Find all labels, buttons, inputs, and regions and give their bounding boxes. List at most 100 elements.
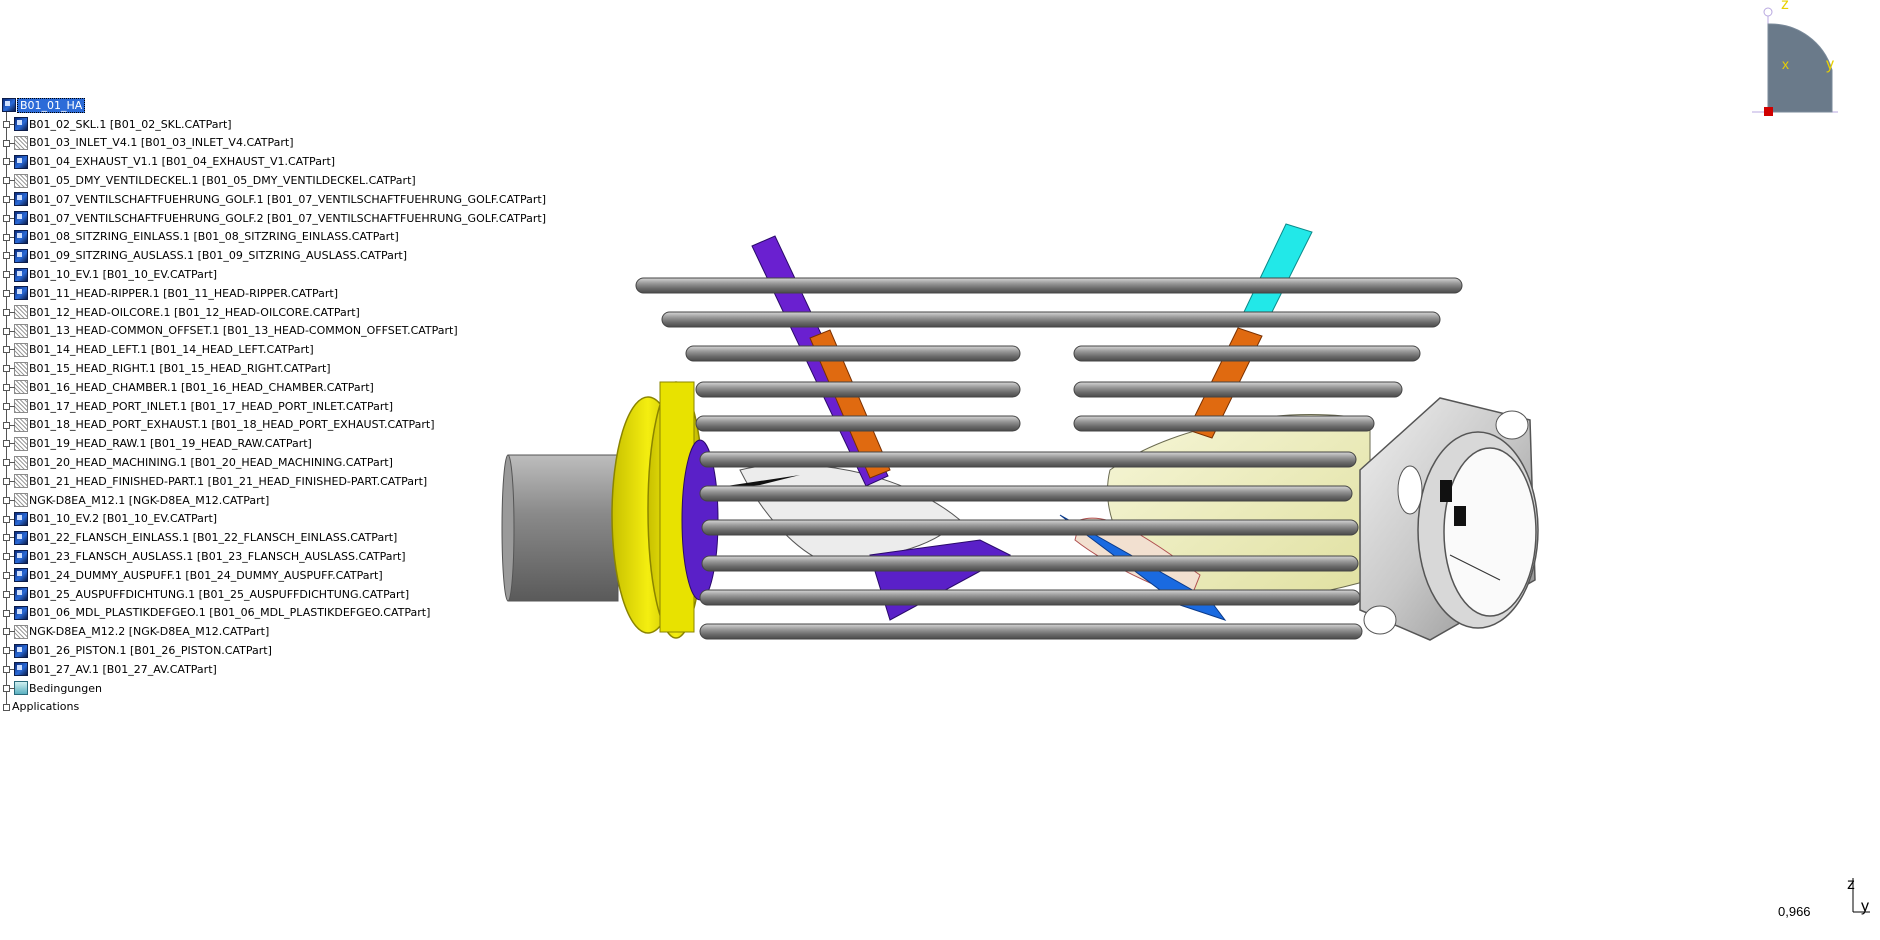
tree-item[interactable]: B01_07_VENTILSCHAFTFUEHRUNG_GOLF.1 [B01_… [0,190,546,209]
tree-item-label: B01_22_FLANSCH_EINLASS.1 [B01_22_FLANSCH… [29,531,398,545]
tree-item[interactable]: B01_23_FLANSCH_AUSLASS.1 [B01_23_FLANSCH… [0,547,520,566]
expand-icon[interactable] [3,346,10,354]
expand-icon[interactable] [3,383,10,391]
tree-item[interactable]: B01_11_HEAD-RIPPER.1 [B01_11_HEAD-RIPPER… [0,284,520,303]
tree-item-label: B01_11_HEAD-RIPPER.1 [B01_11_HEAD-RIPPER… [29,286,339,300]
expand-icon[interactable] [3,477,10,485]
compass[interactable] [1752,7,1838,116]
tree-item[interactable]: Bedingungen [0,679,520,698]
tree-item[interactable]: B01_03_INLET_V4.1 [B01_03_INLET_V4.CATPa… [0,134,520,153]
tree-item-label: B01_18_HEAD_PORT_EXHAUST.1 [B01_18_HEAD_… [29,418,435,432]
tree-branch-line [6,274,15,276]
view-axis-indicator [1852,878,1870,913]
tree-applications[interactable]: Applications [0,698,520,717]
tree-item[interactable]: B01_05_DMY_VENTILDECKEL.1 [B01_05_DMY_VE… [0,171,520,190]
tree-item[interactable]: B01_15_HEAD_RIGHT.1 [B01_15_HEAD_RIGHT.C… [0,359,520,378]
hidden-part-icon [14,455,28,470]
tree-item[interactable]: B01_07_VENTILSCHAFTFUEHRUNG_GOLF.2 [B01_… [0,209,546,228]
expand-icon[interactable] [3,308,10,316]
tree-item[interactable]: B01_24_DUMMY_AUSPUFF.1 [B01_24_DUMMY_AUS… [0,566,520,585]
tree-item[interactable]: B01_20_HEAD_MACHINING.1 [B01_20_HEAD_MAC… [0,453,520,472]
tree-item[interactable]: B01_16_HEAD_CHAMBER.1 [B01_16_HEAD_CHAMB… [0,378,520,397]
tree-item[interactable]: NGK-D8EA_M12.1 [NGK-D8EA_M12.CATPart] [0,491,520,510]
expand-icon[interactable] [3,158,10,166]
hidden-part-icon [14,323,28,338]
part-icon [14,117,28,132]
tree-branch-line [6,650,15,652]
tree-item[interactable]: B01_13_HEAD-COMMON_OFFSET.1 [B01_13_HEAD… [0,322,520,341]
expand-icon[interactable] [3,609,10,617]
expand-icon[interactable] [3,590,10,598]
tree-item[interactable]: NGK-D8EA_M12.2 [NGK-D8EA_M12.CATPart] [0,622,520,641]
expand-icon[interactable] [3,665,10,673]
tree-branch-line [6,198,15,200]
expand-icon[interactable] [3,553,10,561]
tree-root-label[interactable]: B01_01_HA [17,97,86,113]
part-icon [14,662,28,677]
tree-branch-line [6,443,15,445]
expand-icon[interactable] [3,628,10,636]
expand-icon[interactable] [3,120,10,128]
tree-item-label: B01_25_AUSPUFFDICHTUNG.1 [B01_25_AUSPUFF… [29,587,410,601]
tree-item[interactable]: B01_02_SKL.1 [B01_02_SKL.CATPart] [0,115,520,134]
specification-tree[interactable]: B01_01_HA B01_02_SKL.1 [B01_02_SKL.CATPa… [0,96,546,717]
tree-branch-line [6,142,15,144]
expand-icon[interactable] [3,233,10,241]
expand-icon[interactable] [3,327,10,335]
tree-item[interactable]: B01_27_AV.1 [B01_27_AV.CATPart] [0,660,520,679]
expand-icon[interactable] [3,139,10,147]
expand-icon[interactable] [3,289,10,297]
expand-icon[interactable] [3,647,10,655]
constraints-icon [14,681,28,696]
tree-item-label: NGK-D8EA_M12.1 [NGK-D8EA_M12.CATPart] [29,493,270,507]
tree-item-label: B01_12_HEAD-OILCORE.1 [B01_12_HEAD-OILCO… [29,305,360,319]
tree-item[interactable]: B01_09_SITZRING_AUSLASS.1 [B01_09_SITZRI… [0,246,520,265]
tree-item[interactable]: B01_04_EXHAUST_V1.1 [B01_04_EXHAUST_V1.C… [0,152,520,171]
tree-item[interactable]: B01_10_EV.2 [B01_10_EV.CATPart] [0,510,520,529]
expand-icon[interactable] [3,252,10,260]
tree-item-label: B01_08_SITZRING_EINLASS.1 [B01_08_SITZRI… [29,230,399,244]
tree-item[interactable]: B01_12_HEAD-OILCORE.1 [B01_12_HEAD-OILCO… [0,303,520,322]
expand-icon[interactable] [3,440,10,448]
tree-root[interactable]: B01_01_HA [0,96,520,115]
expand-icon[interactable] [3,271,10,279]
tree-item[interactable]: B01_08_SITZRING_EINLASS.1 [B01_08_SITZRI… [0,228,520,247]
hidden-part-icon [14,342,28,357]
tree-item-label: B01_23_FLANSCH_AUSLASS.1 [B01_23_FLANSCH… [29,550,406,564]
expand-icon[interactable] [3,459,10,467]
cooling-fins [635,277,1463,640]
expand-icon[interactable] [3,534,10,542]
expand-icon[interactable] [3,365,10,373]
tree-item[interactable]: B01_18_HEAD_PORT_EXHAUST.1 [B01_18_HEAD_… [0,416,520,435]
part-icon [14,267,28,282]
internal-ports [700,413,1371,621]
tree-branch-line [6,537,15,539]
tree-branch-line [6,518,15,520]
expand-icon[interactable] [3,177,10,185]
expand-icon[interactable] [3,684,10,692]
tree-item[interactable]: B01_21_HEAD_FINISHED-PART.1 [B01_21_HEAD… [0,472,520,491]
tree-branch-line [6,368,15,370]
tree-item[interactable]: B01_25_AUSPUFFDICHTUNG.1 [B01_25_AUSPUFF… [0,585,520,604]
expand-icon[interactable] [3,703,10,711]
tree-item[interactable]: B01_14_HEAD_LEFT.1 [B01_14_HEAD_LEFT.CAT… [0,340,520,359]
tree-item[interactable]: B01_22_FLANSCH_EINLASS.1 [B01_22_FLANSCH… [0,528,520,547]
tree-item[interactable]: B01_17_HEAD_PORT_INLET.1 [B01_17_HEAD_PO… [0,397,520,416]
tree-item[interactable]: B01_26_PISTON.1 [B01_26_PISTON.CATPart] [0,641,520,660]
expand-icon[interactable] [3,402,10,410]
tree-item-label: B01_02_SKL.1 [B01_02_SKL.CATPart] [29,117,232,131]
expand-icon[interactable] [3,496,10,504]
tree-item-label: B01_07_VENTILSCHAFTFUEHRUNG_GOLF.1 [B01_… [29,192,546,206]
tree-item[interactable]: B01_06_MDL_PLASTIKDEFGEO.1 [B01_06_MDL_P… [0,604,520,623]
expand-icon[interactable] [3,214,10,222]
expand-icon[interactable] [3,421,10,429]
tree-item[interactable]: B01_19_HEAD_RAW.1 [B01_19_HEAD_RAW.CATPa… [0,434,520,453]
expand-icon[interactable] [3,195,10,203]
expand-icon[interactable] [3,571,10,579]
hidden-part-icon [14,436,28,451]
expand-icon[interactable] [3,515,10,523]
tree-item-label: B01_09_SITZRING_AUSLASS.1 [B01_09_SITZRI… [29,249,408,263]
tree-item[interactable]: B01_10_EV.1 [B01_10_EV.CATPart] [0,265,520,284]
tree-branch-line [6,180,15,182]
